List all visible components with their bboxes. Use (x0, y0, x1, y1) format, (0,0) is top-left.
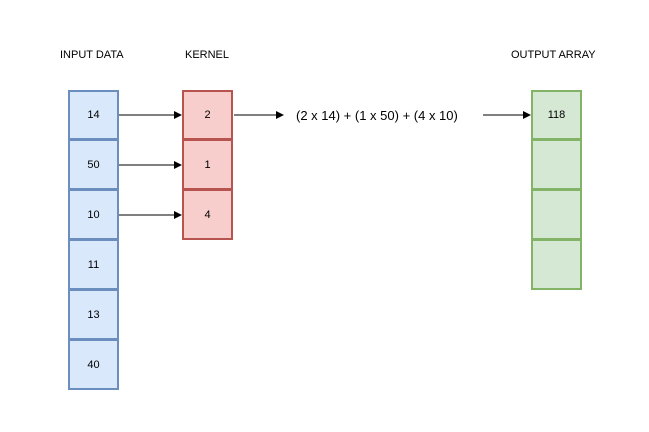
kernel-cell: 1 (182, 140, 233, 190)
output-cell (531, 140, 582, 190)
input-data-column: 14 50 10 11 13 40 (68, 90, 119, 390)
output-cell: 118 (531, 90, 582, 140)
output-cell (531, 190, 582, 240)
convolution-formula: (2 x 14) + (1 x 50) + (4 x 10) (296, 108, 458, 123)
kernel-cell: 4 (182, 190, 233, 240)
kernel-cell: 2 (182, 90, 233, 140)
output-array-title: OUTPUT ARRAY (511, 49, 596, 61)
output-cell (531, 240, 582, 290)
input-cell: 14 (68, 90, 119, 140)
input-cell: 13 (68, 290, 119, 340)
input-data-title: INPUT DATA (60, 49, 124, 61)
kernel-title: KERNEL (185, 49, 230, 61)
input-cell: 10 (68, 190, 119, 240)
kernel-column: 2 1 4 (182, 90, 233, 240)
input-cell: 11 (68, 240, 119, 290)
output-array-column: 118 (531, 90, 582, 290)
input-cell: 50 (68, 140, 119, 190)
input-cell: 40 (68, 340, 119, 390)
